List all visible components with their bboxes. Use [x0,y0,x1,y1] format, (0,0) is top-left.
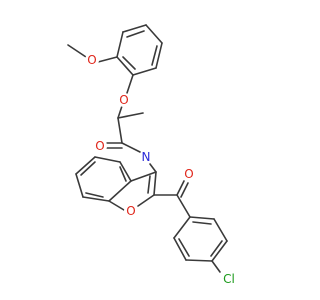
methoxy-oxygen-label: O [87,53,96,67]
bond-ring1-inner-3 [122,56,136,70]
bond-ring1-a [116,31,124,58]
ketone-oxygen-label: O [184,167,193,181]
bond-amide-cn [121,142,141,153]
structure-canvas: O O O N O O Cl [67,24,238,288]
bond-ring-ether-o [126,74,134,94]
bond-benzo-c [75,173,84,198]
atom-furan-oxygen: O [124,204,138,218]
bond-benzo-f [119,161,132,182]
bond-furan-c2-o [137,194,155,207]
amide-oxygen-label: O [95,139,104,153]
ether-oxygen-label: O [119,93,128,107]
molecule-diagram: O O O N O O Cl [67,24,238,288]
atom-methoxy-oxygen: O [85,53,99,67]
bond-ring1-c [145,24,163,44]
amide-nitrogen-label: N [142,150,151,164]
bond-furan-c3-c3a [130,171,157,182]
bond-benzo-b [82,196,110,202]
atom-ketone-oxygen: O [182,167,196,181]
furan-oxygen-label: O [126,204,135,218]
bond-ring1-inner-2 [151,45,158,66]
bond-ether-o-ch [117,105,123,119]
bond-ketone-co-1 [176,180,185,196]
bond-ring3-c [185,259,213,262]
bond-ring1-f [116,56,134,76]
bond-ring3-inner-1 [178,238,190,257]
bond-furan-c3-c2 [153,171,157,196]
atom-amide-oxygen: O [93,139,107,153]
bond-furan-o-c7a [108,200,125,211]
bond-ring3-a [173,216,191,239]
bond-ring3-b [173,237,187,261]
bond-benzo-a [108,180,132,202]
bond-benzo-inner-3 [119,166,127,182]
bond-layer [67,24,228,273]
atom-amide-nitrogen: N [139,150,153,164]
bond-ring1-b [122,24,147,33]
atom-chlorine: Cl [220,270,238,288]
bond-ch-carbonyl [117,117,123,144]
bond-furan-c3-c2-inner [147,175,151,194]
atom-label-layer: O O O N O O Cl [85,53,238,288]
bond-ch-methyl [117,112,144,119]
bond-ring3-d [211,240,228,262]
bond-ring1-e [132,67,157,76]
bond-benzo-d [75,156,96,175]
bond-o-ring [97,56,118,63]
bond-ring3-e [213,218,228,242]
bond-ring3-f [189,216,215,220]
bond-benzo-inner-2 [80,161,96,176]
chlorine-label: Cl [223,272,235,286]
bond-ring-cl [211,260,221,273]
bond-benzo-inner-1 [85,192,104,198]
bond-ring3-inner-2 [210,240,223,257]
bond-methyl-o [67,44,87,58]
bond-n-furan [149,163,157,173]
bond-ketone-ring [176,194,191,218]
atom-ether-oxygen: O [117,93,131,107]
bond-ketone-co-2 [180,182,189,198]
bond-ring1-d [155,42,163,69]
bond-ring1-inner-1 [126,30,145,38]
bond-ring3-inner-3 [192,221,212,225]
bond-benzo-e [94,156,121,163]
